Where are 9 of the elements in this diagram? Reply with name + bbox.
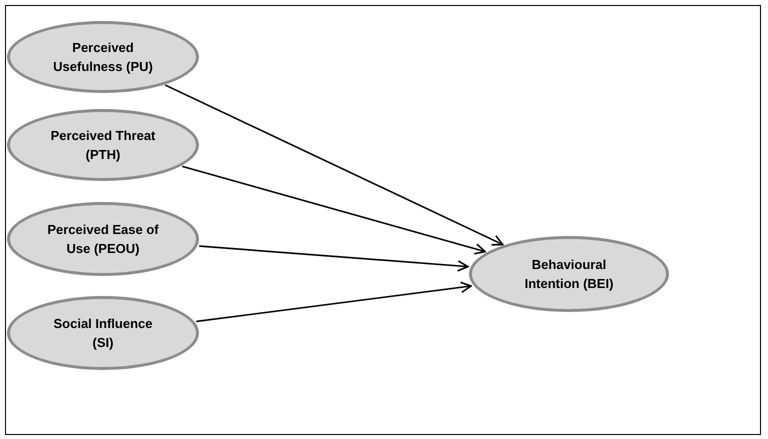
construct-label: Perceived Threat (PTH) <box>50 127 156 164</box>
construct-label: Perceived Usefulness (PU) <box>52 39 154 76</box>
construct-label: Behavioural Intention (BEI) <box>524 256 614 293</box>
arrow <box>164 84 504 246</box>
arrow <box>199 245 469 272</box>
arrow <box>182 166 486 255</box>
construct-label: Perceived Ease of Use (PEOU) <box>46 221 160 258</box>
construct-label: Social Influence (SI) <box>52 315 154 352</box>
arrow <box>196 282 472 322</box>
